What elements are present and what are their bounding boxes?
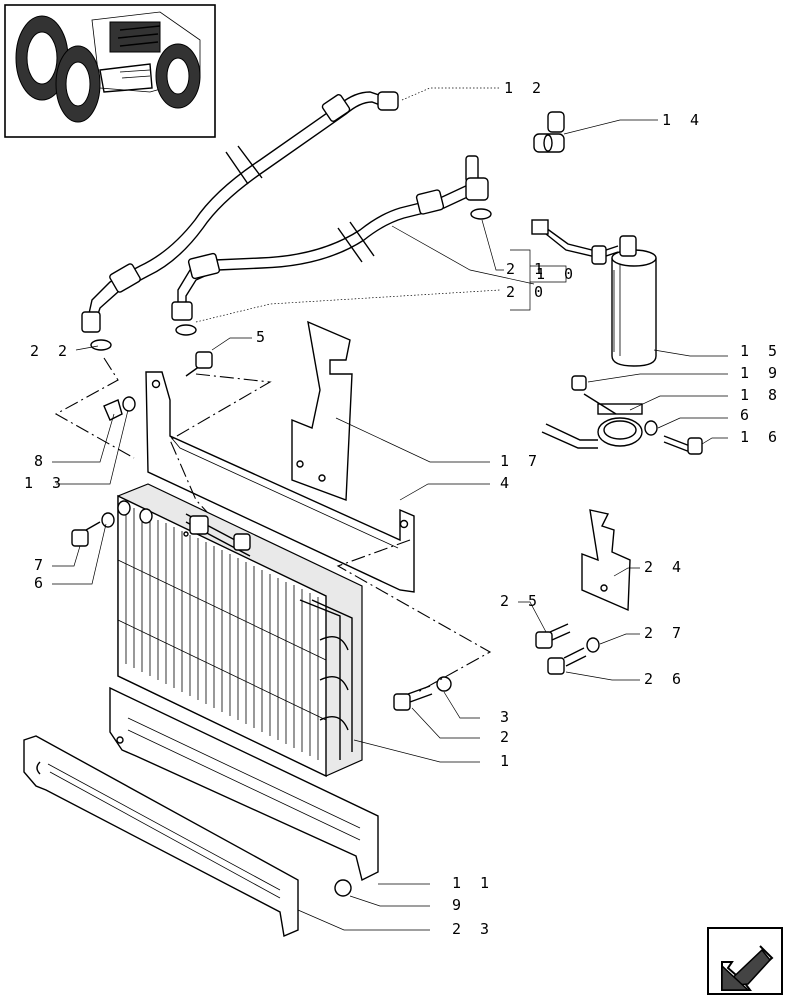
bolt-26 bbox=[547, 647, 587, 675]
o-ring-20 bbox=[175, 324, 197, 336]
callout-1: 1 bbox=[500, 752, 514, 770]
callout-13: 1 3 bbox=[24, 474, 66, 492]
callout-2: 2 bbox=[500, 728, 514, 746]
callout-7: 7 bbox=[34, 556, 48, 574]
callout-8: 8 bbox=[34, 452, 48, 470]
callout-19: 1 9 bbox=[740, 364, 782, 382]
washer-3 bbox=[436, 676, 452, 692]
o-ring-22 bbox=[90, 339, 112, 351]
bolt-7 bbox=[71, 521, 101, 547]
callout-6-lower: 6 bbox=[34, 574, 48, 592]
fitting-14 bbox=[533, 111, 565, 153]
washer-6-upper bbox=[644, 420, 658, 436]
o-ring-21 bbox=[470, 208, 492, 220]
condenser-1 bbox=[117, 483, 363, 778]
tractor-thumbnail-icon bbox=[4, 4, 216, 138]
callout-27: 2 7 bbox=[644, 624, 686, 642]
washer-6-lower bbox=[101, 512, 115, 528]
callout-22: 2 2 bbox=[30, 342, 72, 360]
clamp-bracket-18 bbox=[541, 375, 643, 449]
bracket-17 bbox=[291, 320, 353, 501]
callout-5: 5 bbox=[256, 328, 270, 346]
upper-hose-12 bbox=[81, 91, 399, 333]
callout-3: 3 bbox=[500, 708, 514, 726]
callout-labels: 1 2 1 4 2 1 1 0 2 0 1 5 1 9 1 8 6 1 6 2 … bbox=[24, 79, 782, 938]
bolt-25 bbox=[535, 623, 571, 649]
lower-bracket-11 bbox=[109, 686, 379, 882]
callout-21: 2 1 bbox=[506, 260, 548, 278]
callout-23: 2 3 bbox=[452, 920, 494, 938]
callout-18: 1 8 bbox=[740, 386, 782, 404]
next-page-arrow-icon[interactable] bbox=[707, 927, 783, 995]
lower-bracket-23 bbox=[23, 735, 299, 937]
callout-25: 2 5 bbox=[500, 592, 542, 610]
nut-8 bbox=[103, 399, 123, 421]
callout-4: 4 bbox=[500, 474, 514, 492]
stud-5 bbox=[185, 351, 213, 377]
callout-24: 2 4 bbox=[644, 558, 686, 576]
receiver-drier-15 bbox=[531, 219, 657, 367]
lower-hose-10 bbox=[171, 155, 489, 321]
callout-17: 1 7 bbox=[500, 452, 542, 470]
washer-27 bbox=[586, 637, 600, 653]
bracket-24 bbox=[581, 509, 631, 612]
nut-9 bbox=[334, 879, 352, 897]
callout-14: 1 4 bbox=[662, 111, 704, 129]
callout-20: 2 0 bbox=[506, 283, 548, 301]
callout-10: 1 0 bbox=[536, 265, 578, 283]
callout-26: 2 6 bbox=[644, 670, 686, 688]
bolt-16 bbox=[663, 435, 703, 455]
callout-6-upper: 6 bbox=[740, 406, 754, 424]
callout-11: 1 1 bbox=[452, 874, 494, 892]
leader-lines bbox=[52, 87, 728, 931]
mounting-frame-4 bbox=[145, 371, 415, 593]
callout-12: 1 2 bbox=[504, 79, 546, 97]
washer-13 bbox=[122, 396, 136, 412]
callout-16: 1 6 bbox=[740, 428, 782, 446]
bolt-2 bbox=[393, 685, 433, 711]
callout-15: 1 5 bbox=[740, 342, 782, 360]
callout-9: 9 bbox=[452, 896, 466, 914]
